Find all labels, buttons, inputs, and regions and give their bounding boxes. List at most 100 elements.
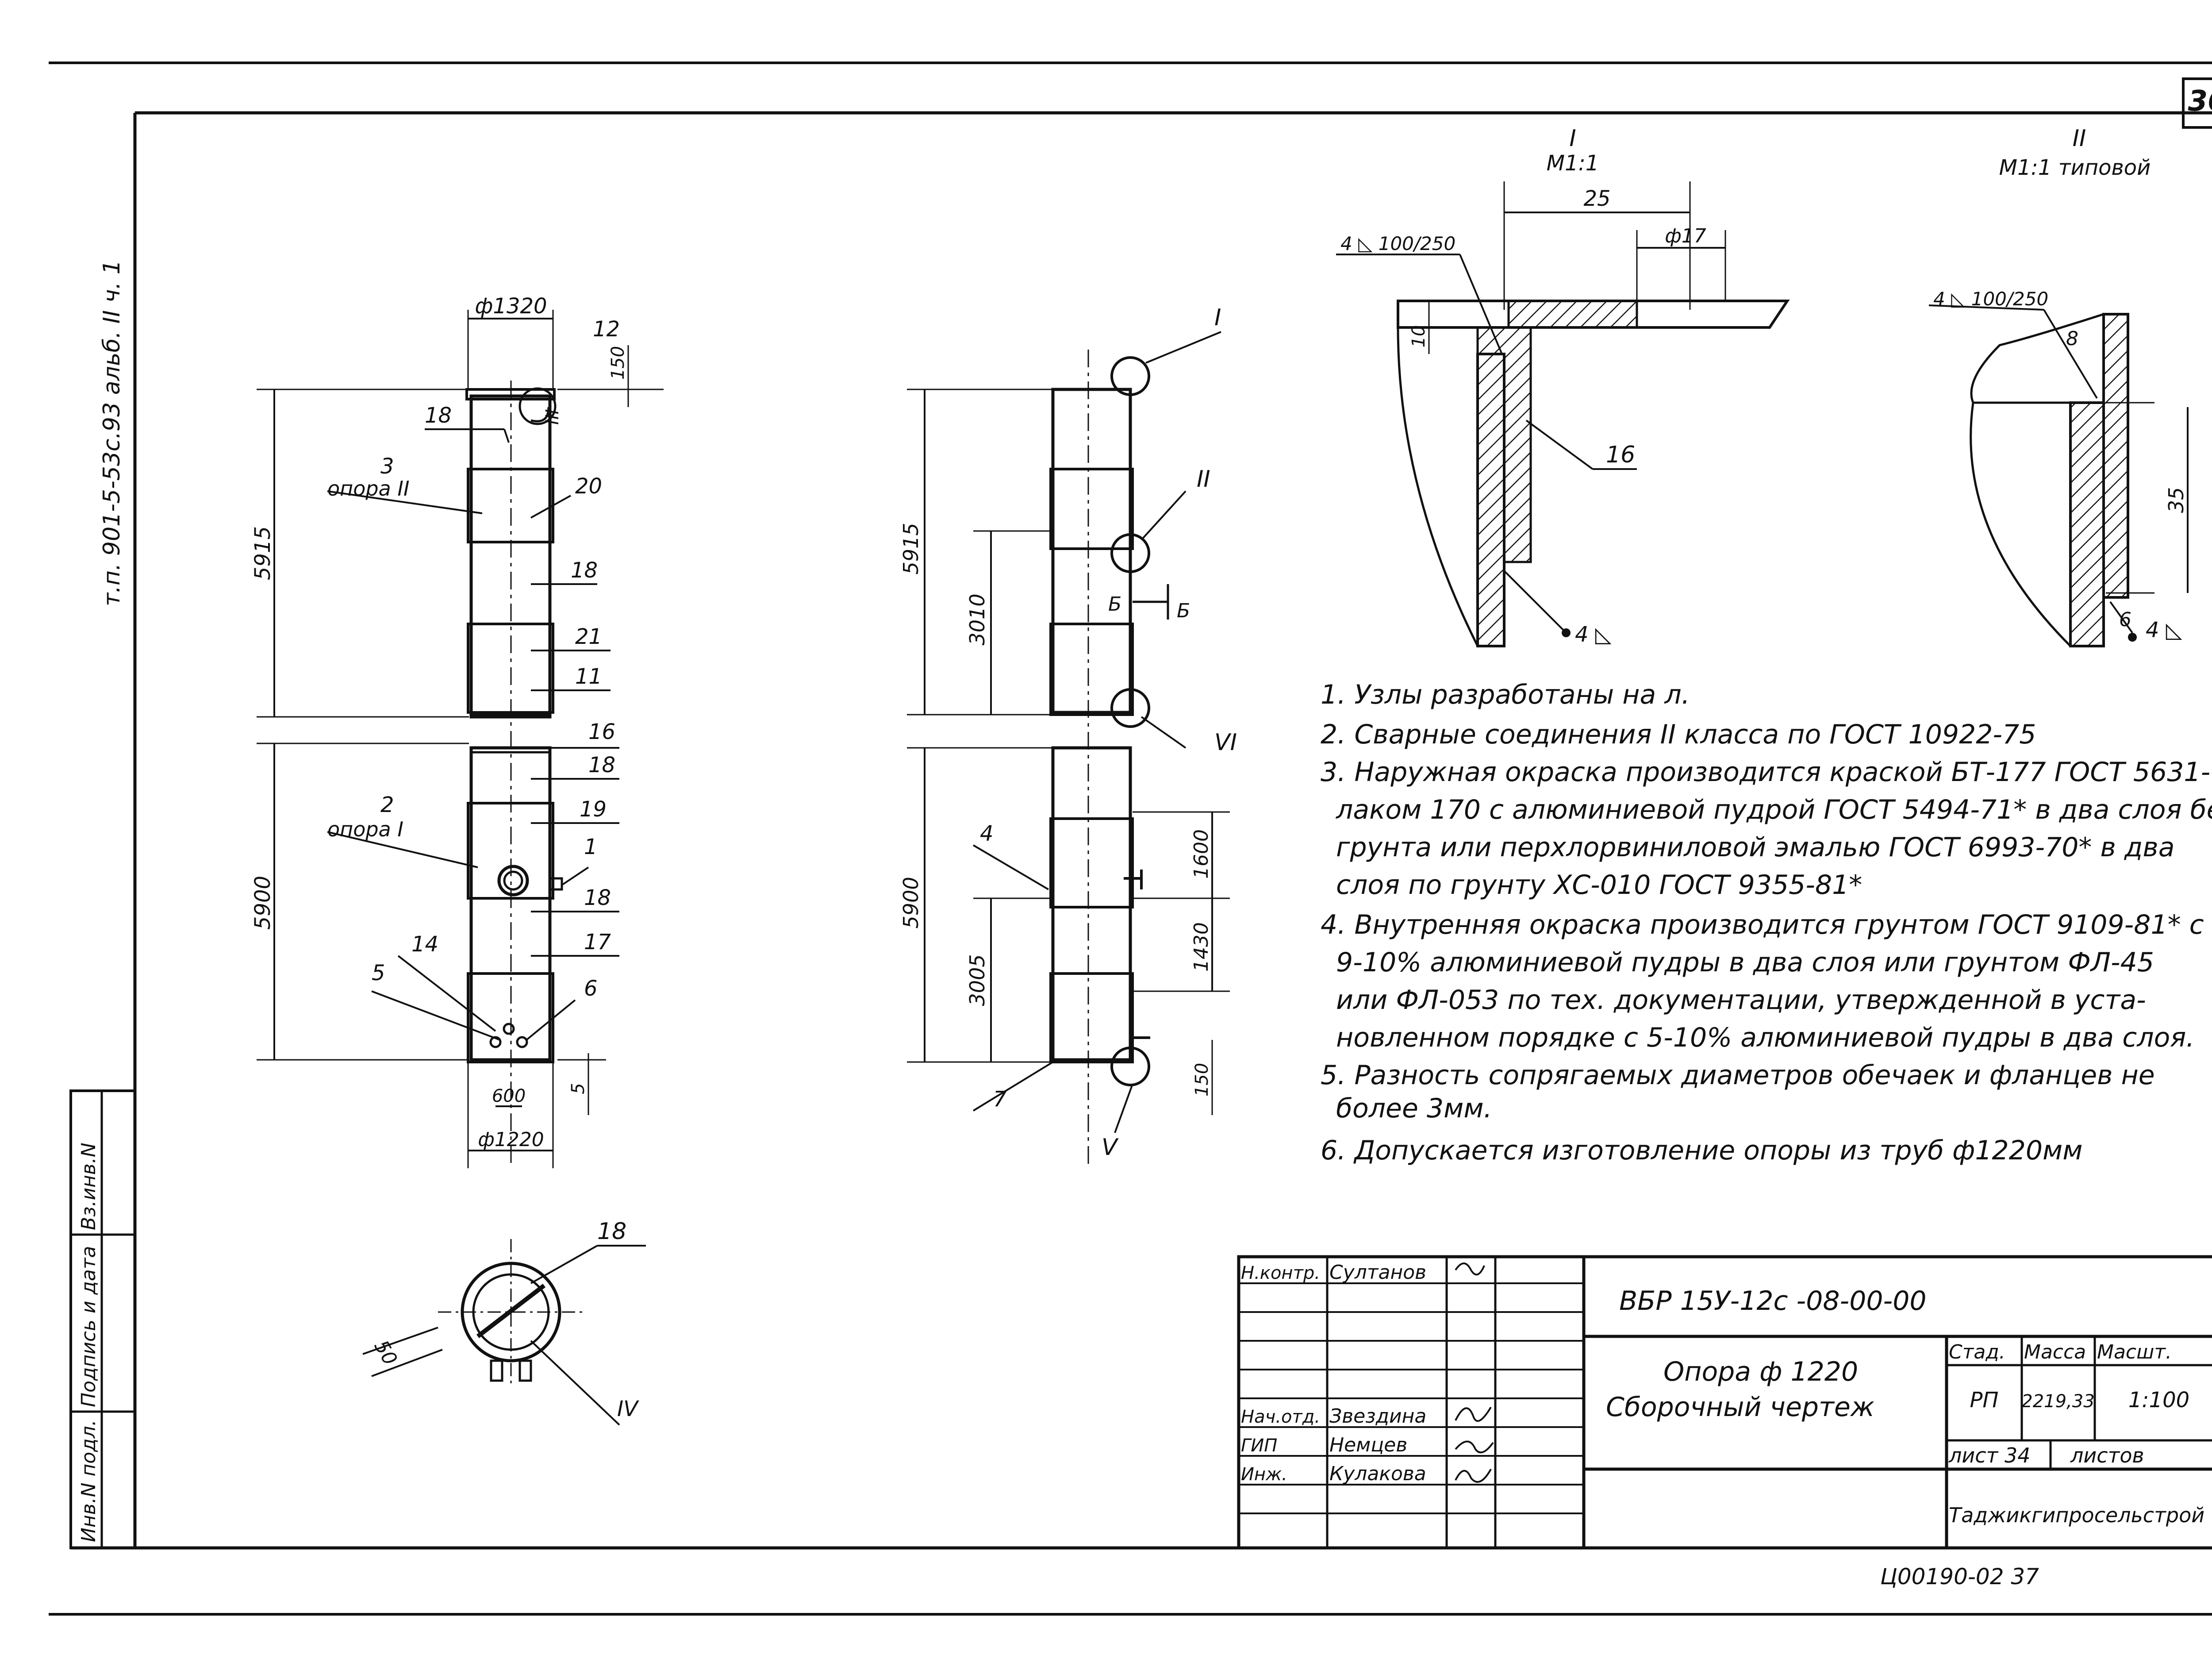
note-line: грунта или перхлорвиниловой эмалью ГОСТ … bbox=[1336, 832, 2175, 863]
main-dim-top-diameter: ф1320 bbox=[475, 294, 547, 319]
main-dim-height-top: 5915 bbox=[250, 526, 275, 580]
note-line: 5. Разность сопрягаемых диаметров обечае… bbox=[1321, 1060, 2155, 1091]
detail-i-scale: M1:1 bbox=[1547, 151, 1599, 176]
detail-ii-dim-35: 35 bbox=[2164, 487, 2188, 513]
side-label-4: 4 bbox=[980, 821, 994, 846]
title-mass: 2219,33 bbox=[2021, 1391, 2094, 1412]
detail-i-weld-top: 4 ◺ 100/250 bbox=[1340, 233, 1455, 254]
side-dim-1600: 1600 bbox=[1190, 829, 1213, 879]
side-label-vi: VI bbox=[1214, 729, 1237, 756]
detail-ii-scale: M1:1 типовой bbox=[1999, 155, 2151, 180]
side-label-b1: Б bbox=[1108, 593, 1121, 616]
label-2: 2 bbox=[380, 793, 394, 817]
label-18d: 18 bbox=[584, 885, 611, 910]
note-line: 9-10% алюминиевой пудры в два слоя или г… bbox=[1336, 947, 2154, 978]
note-line: лаком 170 с алюминиевой пудрой ГОСТ 5494… bbox=[1336, 794, 2212, 825]
label-5: 5 bbox=[372, 961, 385, 985]
label-18a: 18 bbox=[425, 403, 452, 428]
title-person: Кулакова bbox=[1329, 1462, 1426, 1485]
detail-ii-title: II bbox=[2073, 125, 2086, 152]
title-sheet: лист 34 bbox=[1948, 1443, 2031, 1467]
side-dim-1430: 1430 bbox=[1190, 922, 1213, 972]
title-scale: 1:100 bbox=[2128, 1388, 2189, 1412]
side-elevation-view bbox=[907, 331, 1230, 1168]
replaced-inv-label: Вз.инв.N bbox=[77, 1143, 100, 1230]
note-line: 1. Узлы разработаны на л. bbox=[1321, 679, 1690, 710]
notes-block: 1. Узлы разработаны на л. 2. Сварные сое… bbox=[1321, 679, 2212, 1166]
detail-i-dim-17: ф17 bbox=[1665, 225, 1706, 247]
detail-i-label-16: 16 bbox=[1606, 442, 1635, 468]
detail-ii-label-6: 6 bbox=[2119, 608, 2131, 631]
label-20: 20 bbox=[575, 474, 602, 499]
label-support2: опора II bbox=[327, 477, 410, 500]
detail-ii-label-8: 8 bbox=[2066, 327, 2078, 350]
side-code: т.п. 901-5-53с.93 альб. II ч. 1 bbox=[99, 260, 125, 606]
label-17: 17 bbox=[584, 930, 611, 954]
side-dim-5915: 5915 bbox=[899, 523, 923, 574]
label-19: 19 bbox=[580, 797, 607, 822]
title-block bbox=[1237, 1255, 2212, 1550]
label-6: 6 bbox=[584, 976, 598, 1001]
side-label-i: I bbox=[1214, 304, 1221, 331]
side-label-b2: Б bbox=[1177, 600, 1190, 622]
label-iii: III bbox=[542, 409, 563, 425]
title-role: Н.контр. bbox=[1241, 1263, 1320, 1283]
label-3: 3 bbox=[380, 454, 394, 479]
label-support1: опора I bbox=[327, 817, 403, 841]
title-col-mass: Масса bbox=[2024, 1341, 2086, 1363]
title-name-line2: Сборочный чертеж bbox=[1606, 1392, 1874, 1423]
side-label-7: 7 bbox=[993, 1087, 1007, 1112]
note-line: новленном порядке с 5-10% алюминиевой пу… bbox=[1336, 1022, 2194, 1053]
note-line: более 3мм. bbox=[1336, 1093, 1492, 1124]
note-line: 2. Сварные соединения II класса по ГОСТ … bbox=[1321, 719, 2036, 750]
note-line: 6. Допускается изготовление опоры из тру… bbox=[1321, 1135, 2083, 1166]
main-dim-600: 600 bbox=[492, 1086, 526, 1106]
title-organization: Таджикгипросельстрой bbox=[1949, 1503, 2204, 1527]
title-sheets: листов bbox=[2070, 1443, 2144, 1467]
bottom-code: Ц00190-02 37 bbox=[1880, 1564, 2039, 1589]
title-col-scale: Масшт. bbox=[2097, 1341, 2172, 1363]
main-dim-height-bottom: 5900 bbox=[250, 876, 275, 930]
side-dim-5900: 5900 bbox=[899, 877, 923, 928]
label-1: 1 bbox=[584, 835, 598, 859]
main-elevation-view bbox=[257, 310, 664, 1168]
title-name-line1: Опора ф 1220 bbox=[1663, 1356, 1858, 1387]
detail-i-view bbox=[1336, 181, 1790, 647]
sheet-number: 36 bbox=[2188, 85, 2212, 118]
side-dim-150: 150 bbox=[1192, 1063, 1212, 1097]
side-label-v: V bbox=[1102, 1134, 1119, 1161]
label-18b: 18 bbox=[571, 558, 598, 583]
title-role: ГИП bbox=[1241, 1436, 1277, 1456]
plan-label-18: 18 bbox=[597, 1218, 626, 1245]
title-doc-code: ВБР 15У-12с -08-00-00 bbox=[1619, 1285, 1927, 1316]
title-person: Султанов bbox=[1329, 1261, 1426, 1284]
detail-i-title: I bbox=[1569, 125, 1576, 152]
title-role: Инж. bbox=[1241, 1464, 1287, 1485]
signature-date-label: Подпись и дата bbox=[77, 1246, 100, 1407]
note-line: 4. Внутренняя окраска производится грунт… bbox=[1321, 909, 2204, 940]
label-16: 16 bbox=[588, 720, 615, 744]
title-role: Нач.отд. bbox=[1241, 1407, 1320, 1427]
detail-i-weld-bottom: 4 ◺ bbox=[1575, 622, 1612, 647]
left-stamp-strip bbox=[69, 1089, 136, 1549]
note-line: 3. Наружная окраска производится краской… bbox=[1321, 757, 2212, 788]
label-12: 12 bbox=[593, 317, 620, 342]
label-14: 14 bbox=[411, 932, 438, 957]
inv-no-label: Инв.N подл. bbox=[77, 1420, 100, 1542]
plan-label-iv: IV bbox=[617, 1397, 639, 1421]
title-col-stage: Стад. bbox=[1949, 1341, 2005, 1363]
detail-ii-view bbox=[1928, 304, 2189, 647]
detail-ii-weld-top: 4 ◺ 100/250 bbox=[1933, 288, 2048, 310]
main-dim-bottom-diameter: ф1220 bbox=[478, 1128, 544, 1151]
note-line: слоя по грунту ХС-010 ГОСТ 9355-81* bbox=[1336, 870, 1862, 901]
side-dim-3005: 3005 bbox=[965, 954, 989, 1006]
title-person: Немцев bbox=[1329, 1434, 1407, 1456]
label-18c: 18 bbox=[588, 753, 615, 777]
note-line: или ФЛ-053 по тех. документации, утвержд… bbox=[1336, 985, 2146, 1016]
main-dim-150: 150 bbox=[608, 346, 628, 380]
side-label-ii: II bbox=[1197, 466, 1210, 493]
detail-i-dim-25: 25 bbox=[1583, 186, 1610, 211]
label-11: 11 bbox=[575, 664, 602, 689]
label-21: 21 bbox=[575, 624, 602, 649]
